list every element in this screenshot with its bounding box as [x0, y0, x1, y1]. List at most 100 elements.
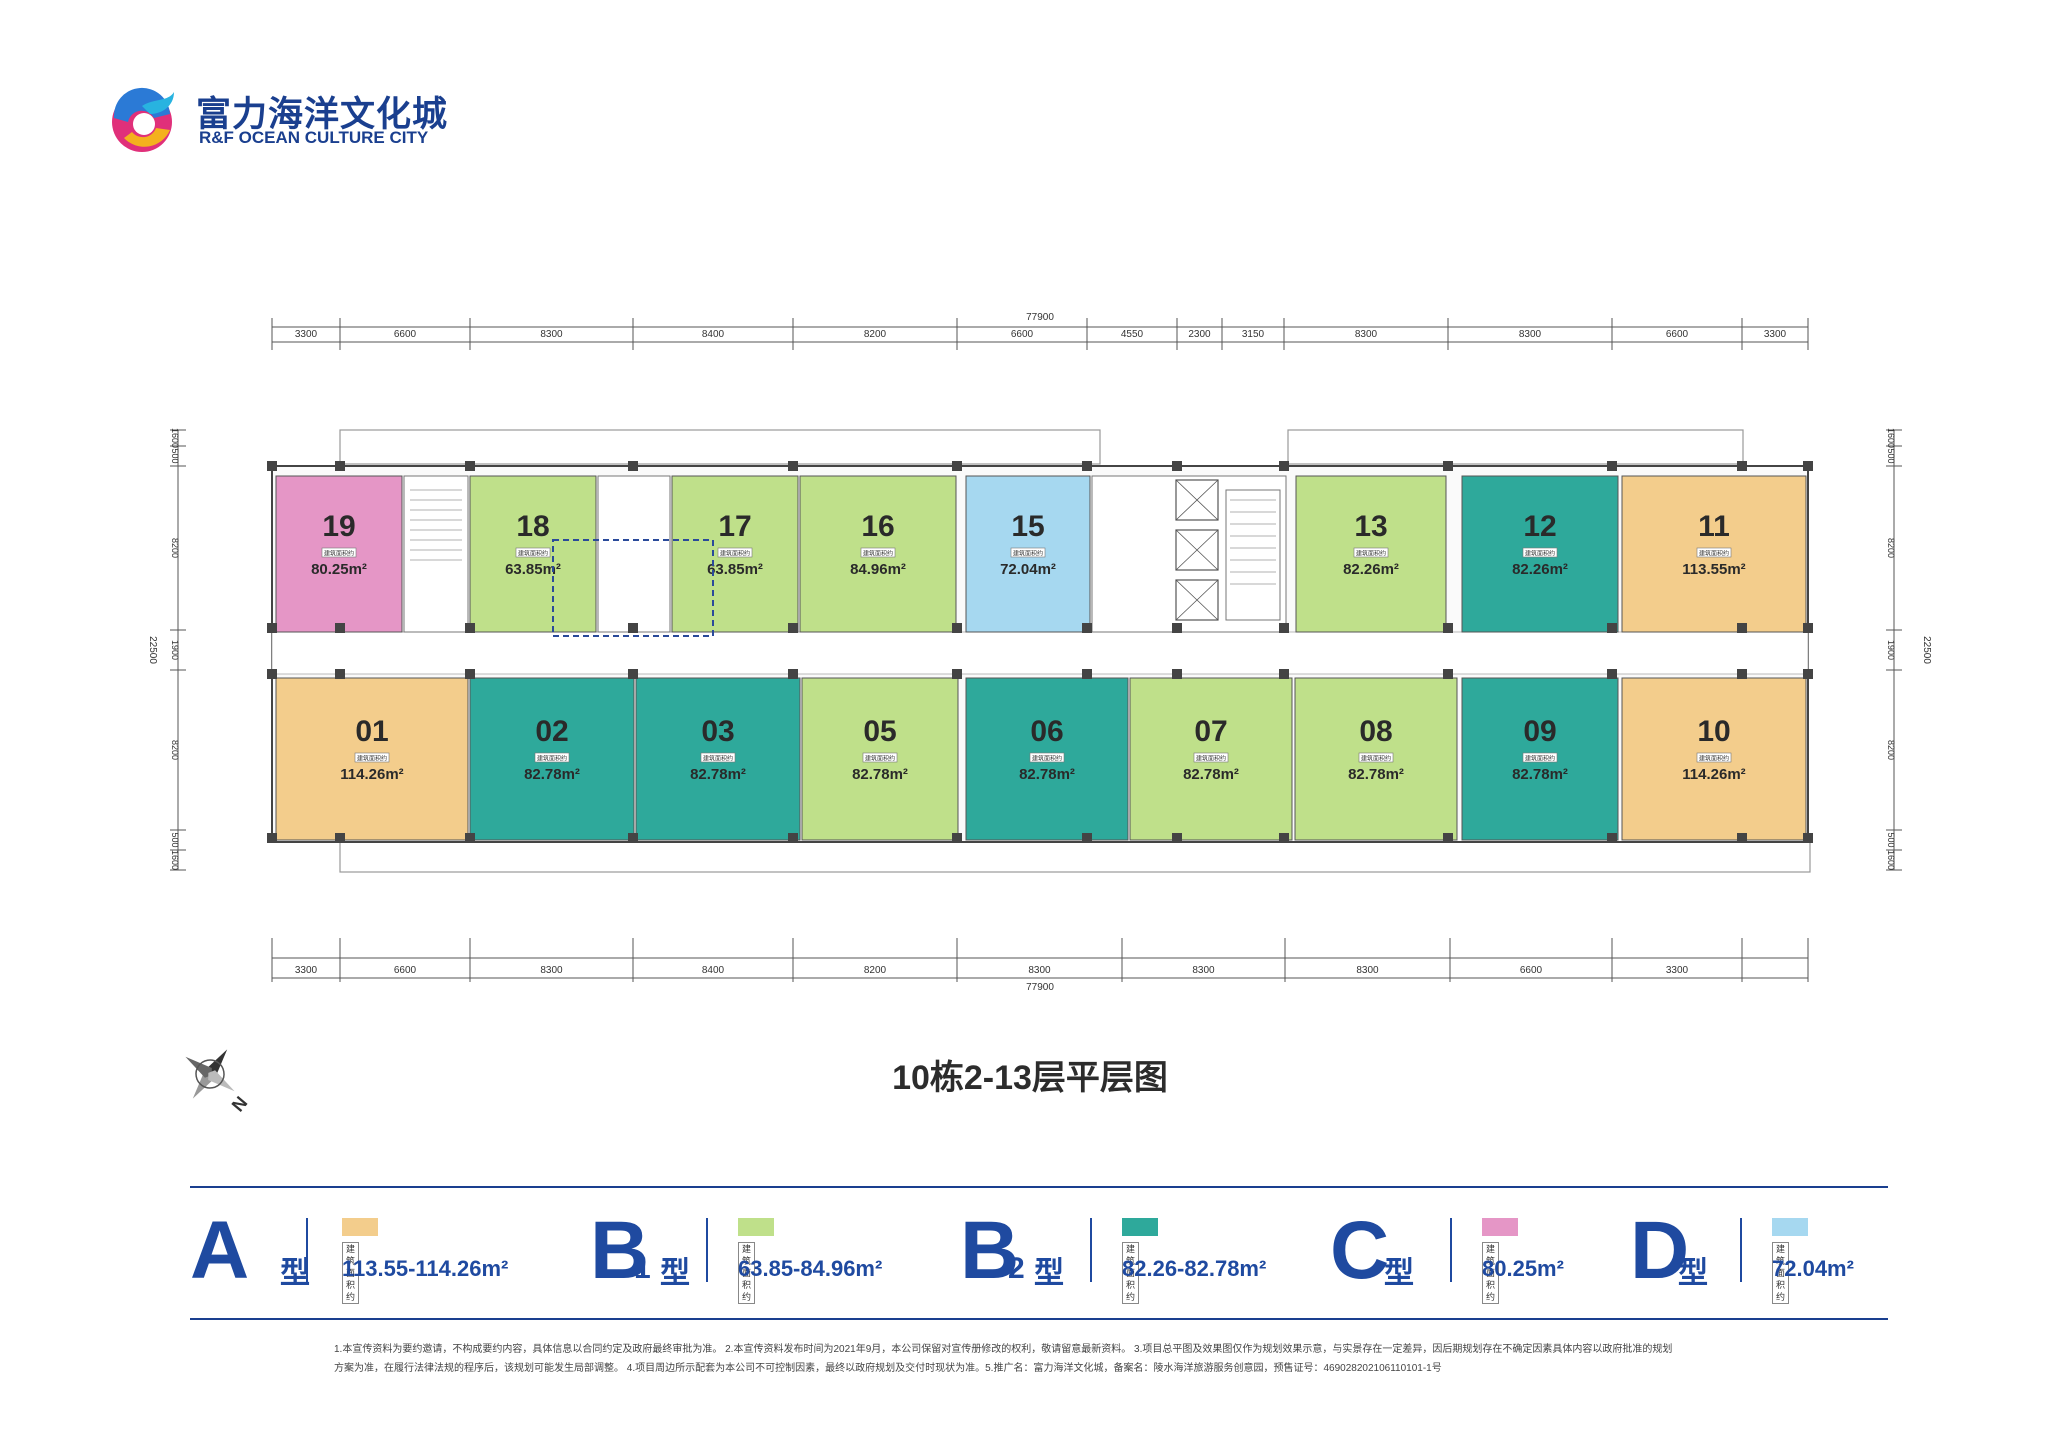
dim-label-bottom: 8400 [702, 965, 725, 976]
column [1607, 623, 1617, 633]
dim-label-top: 8400 [702, 329, 725, 340]
unit-number: 10 [1697, 715, 1730, 748]
area-caption: 建筑面积约 [1032, 755, 1062, 763]
unit-number: 02 [535, 715, 568, 748]
area-caption: 建筑面积约 [357, 755, 387, 763]
unit-area: 82.78m² [690, 766, 746, 783]
column [628, 833, 638, 843]
dim-label-side: 1900 [170, 640, 180, 660]
column [1803, 461, 1813, 471]
column [788, 669, 798, 679]
column [335, 669, 345, 679]
area-caption: 建筑面积约 [863, 550, 893, 558]
unit-number: 03 [701, 715, 734, 748]
legend-caption: 建筑面积约 [342, 1242, 360, 1304]
area-caption-box [1029, 752, 1065, 763]
column [1172, 623, 1182, 633]
column [465, 461, 475, 471]
area-caption: 建筑面积约 [324, 550, 354, 558]
dim-label-top: 6600 [1011, 329, 1034, 340]
dim-label-bottom: 8300 [540, 965, 563, 976]
area-caption-box [1193, 752, 1229, 763]
dim-label-side: 500 [1886, 832, 1896, 847]
dim-label-bottom: 3300 [295, 965, 318, 976]
dim-label-side: 1600 [1886, 850, 1896, 870]
unit-area: 82.78m² [1348, 766, 1404, 783]
dim-label-top: 8200 [864, 329, 887, 340]
legend-letter: B [590, 1205, 650, 1296]
dim-label-bottom: 8300 [1192, 965, 1215, 976]
area-caption: 建筑面积约 [1356, 550, 1386, 558]
area-caption: 建筑面积约 [537, 755, 567, 763]
column [1737, 833, 1747, 843]
dim-label-top-total: 77900 [1026, 312, 1054, 323]
unit-area: 114.26m² [340, 766, 403, 783]
area-caption: 建筑面积约 [1196, 755, 1226, 763]
column [952, 833, 962, 843]
plan-title: 10栋2-13层平层图 [892, 1059, 1168, 1097]
legend-type-char: 型 [660, 1257, 690, 1290]
area-caption-box [860, 547, 896, 558]
column [1082, 623, 1092, 633]
elevator-cross [1175, 529, 1219, 571]
legend-divider [1090, 1218, 1092, 1282]
area-caption: 建筑面积约 [1699, 755, 1729, 763]
column [1172, 833, 1182, 843]
column [465, 623, 475, 633]
area-caption-box [1358, 752, 1394, 763]
dim-label-top: 3300 [1764, 329, 1787, 340]
column [1607, 833, 1617, 843]
unit-area: 84.96m² [850, 561, 906, 578]
legend-caption: 建筑面积约 [1772, 1242, 1790, 1304]
dim-label-bottom: 8200 [864, 965, 887, 976]
legend-area-range: 113.55-114.26m² [342, 1256, 509, 1281]
unit-number: 06 [1030, 715, 1063, 748]
area-caption: 建筑面积约 [720, 550, 750, 558]
legend-letter: C [1330, 1205, 1390, 1296]
compass-north-label: N [228, 1093, 252, 1116]
column [628, 623, 638, 633]
legend-area-range: 80.25m² [1482, 1256, 1564, 1281]
column [1607, 669, 1617, 679]
legend-divider [706, 1218, 708, 1282]
column [1279, 833, 1289, 843]
area-caption-box [717, 547, 753, 558]
dim-label-top: 4550 [1121, 329, 1144, 340]
column [1082, 461, 1092, 471]
balcony-rail-top-right [1287, 429, 1744, 465]
brand-logo: 富力海洋文化城 R&F OCEAN CULTURE CITY [104, 84, 544, 156]
area-caption: 建筑面积约 [1525, 755, 1555, 763]
unit-area: 82.78m² [524, 766, 580, 783]
dim-label-top: 6600 [394, 329, 417, 340]
corridor [271, 631, 1809, 675]
column [1443, 623, 1453, 633]
logo-chinese-name: 富力海洋文化城 [196, 95, 449, 134]
area-caption-box [1010, 547, 1046, 558]
dim-label-bottom: 8300 [1356, 965, 1379, 976]
unit-area: 82.26m² [1512, 561, 1568, 578]
disclaimer-notes: 1.本宣传资料为要约邀请，不构成要约内容，具体信息以合同约定及政府最终审批为准。… [334, 1340, 1754, 1378]
legend-caption: 建筑面积约 [1482, 1242, 1500, 1304]
stair-right [1225, 489, 1281, 621]
area-caption-box [354, 752, 390, 763]
unit-area: 63.85m² [505, 561, 561, 578]
column [465, 833, 475, 843]
dim-label-bottom-total: 77900 [1026, 982, 1054, 993]
column [267, 833, 277, 843]
column [628, 669, 638, 679]
column [267, 623, 277, 633]
column [1082, 833, 1092, 843]
elevator-cross [1175, 479, 1219, 521]
wave-logo-icon [112, 87, 174, 152]
area-caption: 建筑面积约 [865, 755, 895, 763]
legend-swatch [738, 1218, 774, 1236]
unit-area: 82.78m² [1183, 766, 1239, 783]
column [628, 461, 638, 471]
dim-label-top: 6600 [1666, 329, 1689, 340]
area-caption: 建筑面积约 [1361, 755, 1391, 763]
dim-label-side: 500 [170, 832, 180, 847]
column [788, 461, 798, 471]
unit-area: 82.26m² [1343, 561, 1399, 578]
